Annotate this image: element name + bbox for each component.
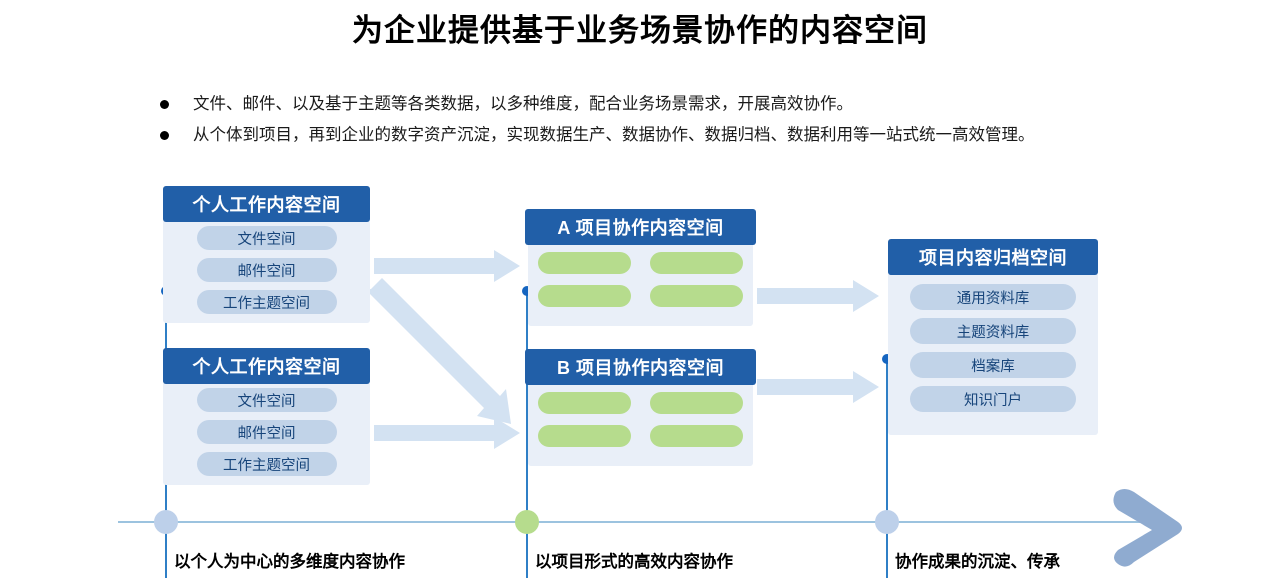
pill-topic-library[interactable]: 主题资料库 — [910, 318, 1076, 344]
arrow-personal-1-to-project-a — [374, 250, 520, 282]
bullet-dot-icon — [160, 131, 169, 140]
pill-project-item[interactable] — [650, 252, 743, 274]
pill-file-space[interactable]: 文件空间 — [196, 388, 337, 412]
card-project-b-workspace[interactable]: B 项目协作内容空间 — [525, 349, 756, 466]
pill-project-item[interactable] — [538, 285, 631, 307]
pill-general-library[interactable]: 通用资料库 — [910, 284, 1076, 310]
pill-file-space[interactable]: 文件空间 — [196, 226, 337, 250]
timeline-node-1[interactable] — [154, 510, 178, 534]
arrow-project-b-to-archive — [757, 371, 879, 403]
timeline-stem-cap-2 — [522, 286, 532, 296]
pill-project-item[interactable] — [650, 285, 743, 307]
card-body — [528, 392, 753, 447]
card-project-archive-space[interactable]: 项目内容归档空间 通用资料库 主题资料库 档案库 知识门户 — [888, 239, 1098, 435]
timeline-node-3[interactable] — [875, 510, 899, 534]
pill-knowledge-portal[interactable]: 知识门户 — [910, 386, 1076, 412]
bullet-text: 从个体到项目，再到企业的数字资产沉淀，实现数据生产、数据协作、数据归档、数据利用… — [193, 126, 1035, 144]
timeline-label-2: 以项目形式的高效内容协作 — [535, 553, 733, 571]
card-project-a-workspace[interactable]: A 项目协作内容空间 — [525, 209, 756, 326]
card-body: 文件空间 邮件空间 工作主题空间 — [163, 226, 370, 314]
timeline-stem-cap-3 — [882, 354, 892, 364]
arrow-project-a-to-archive — [757, 280, 879, 312]
timeline-label-3: 协作成果的沉淀、传承 — [895, 553, 1060, 571]
card-title: B 项目协作内容空间 — [525, 349, 756, 385]
arrow-personal-1-to-project-b — [366, 278, 511, 424]
bullet-list: 文件、邮件、以及基于主题等各类数据，以多种维度，配合业务场景需求，开展高效协作。… — [160, 92, 1260, 154]
bullet-text: 文件、邮件、以及基于主题等各类数据，以多种维度，配合业务场景需求，开展高效协作。 — [193, 95, 853, 113]
card-title: 个人工作内容空间 — [163, 186, 370, 222]
card-personal-workspace-1[interactable]: 个人工作内容空间 文件空间 邮件空间 工作主题空间 — [163, 186, 370, 323]
card-personal-workspace-2[interactable]: 个人工作内容空间 文件空间 邮件空间 工作主题空间 — [163, 348, 370, 485]
arrow-personal-2-to-project-b — [374, 417, 520, 449]
pill-project-item[interactable] — [538, 252, 631, 274]
timeline-stem-2 — [526, 290, 528, 578]
pill-project-item[interactable] — [650, 425, 743, 447]
card-title: A 项目协作内容空间 — [525, 209, 756, 245]
pill-work-topic-space[interactable]: 工作主题空间 — [196, 290, 337, 314]
pill-project-item[interactable] — [538, 392, 631, 414]
card-body: 文件空间 邮件空间 工作主题空间 — [163, 388, 370, 476]
pill-archive-library[interactable]: 档案库 — [910, 352, 1076, 378]
pill-mail-space[interactable]: 邮件空间 — [196, 258, 337, 282]
pill-work-topic-space[interactable]: 工作主题空间 — [196, 452, 337, 476]
card-title: 项目内容归档空间 — [888, 239, 1098, 275]
timeline-stem-3 — [886, 358, 888, 578]
timeline-label-1: 以个人为中心的多维度内容协作 — [174, 553, 405, 571]
card-title: 个人工作内容空间 — [163, 348, 370, 384]
timeline-node-2[interactable] — [515, 510, 539, 534]
green-pill-grid — [538, 252, 743, 307]
timeline-axis — [118, 521, 1148, 523]
card-body — [528, 252, 753, 307]
pill-project-item[interactable] — [538, 425, 631, 447]
pill-project-item[interactable] — [650, 392, 743, 414]
bullet-item: 文件、邮件、以及基于主题等各类数据，以多种维度，配合业务场景需求，开展高效协作。 — [160, 92, 1260, 116]
green-pill-grid — [538, 392, 743, 447]
chevron-right-icon — [1113, 489, 1182, 567]
page-title: 为企业提供基于业务场景协作的内容空间 — [352, 13, 928, 48]
bullet-item: 从个体到项目，再到企业的数字资产沉淀，实现数据生产、数据协作、数据归档、数据利用… — [160, 123, 1260, 147]
bullet-dot-icon — [160, 100, 169, 109]
card-body: 通用资料库 主题资料库 档案库 知识门户 — [888, 284, 1098, 412]
pill-mail-space[interactable]: 邮件空间 — [196, 420, 337, 444]
